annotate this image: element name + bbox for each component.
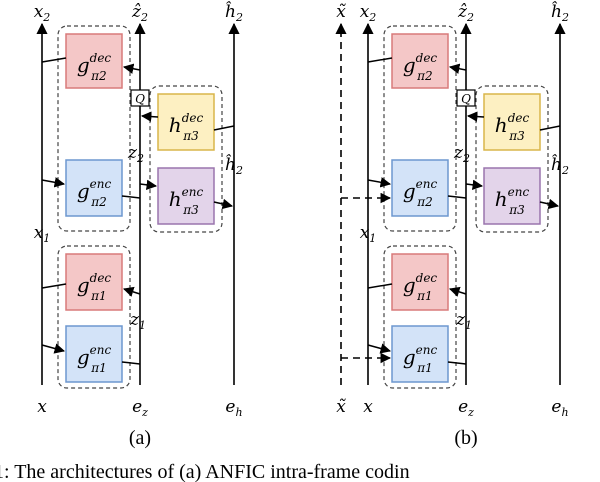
label-z1: z1 [129, 310, 146, 332]
label-xtilde-bottom: x̃ [336, 397, 346, 417]
label-ez-bottom: ez [132, 397, 148, 419]
group-g-pi1 [383, 245, 457, 389]
group-g-pi2 [383, 25, 457, 232]
conn-genc1-to-z [121, 361, 141, 365]
label-zhat2-top: ẑ2 [457, 2, 474, 24]
label-x2-top: x2 [360, 2, 377, 24]
svg-text:Q: Q [461, 92, 471, 106]
label-z1: z1 [455, 310, 472, 332]
label-eh-bottom: eh [551, 397, 568, 419]
label-x1: x1 [360, 223, 377, 245]
conn-x-to-genc1 [367, 343, 392, 354]
conn-henc-to-h [539, 198, 560, 210]
label-ez-bottom: ez [458, 397, 474, 419]
caption-b: (b) [454, 427, 477, 449]
svg-text:Q: Q [135, 92, 145, 106]
label-x-bottom: x [363, 397, 373, 417]
conn-x-to-genc1 [41, 343, 66, 354]
label-eh-bottom: eh [225, 397, 242, 419]
conn-z-to-henc [139, 179, 158, 191]
conn-henc-to-h [213, 198, 234, 210]
label-z2-mid: z2 [453, 143, 470, 165]
label-hhat2-top: ĥ2 [225, 1, 243, 24]
conn-hdec-to-z [466, 111, 485, 122]
conn-gdec2-to-x [367, 57, 393, 63]
label-x1: x1 [34, 223, 51, 245]
conn-gdec2-to-x [41, 57, 67, 63]
quantizer-box: Q [456, 89, 476, 107]
conn-hdec-to-z [140, 111, 159, 122]
label-x2-top: x2 [34, 2, 51, 24]
conn-genc2-to-z [447, 195, 467, 199]
group-g-pi1 [57, 245, 131, 389]
conn-gdec1-to-x [367, 283, 393, 289]
conn-gdec1-to-x [41, 283, 67, 289]
quantizer-box: Q [130, 89, 150, 107]
conn-h-to-hdec [213, 125, 235, 131]
label-x-bottom: x [37, 397, 47, 417]
conn-zhat-to-gdec2 [448, 63, 467, 74]
conn-genc2-to-z [121, 195, 141, 199]
conn-z1-to-gdec1 [122, 286, 141, 297]
label-hhat2-mid: ĥ2 [225, 154, 243, 177]
label-z2-mid: z2 [127, 143, 144, 165]
conn-h-to-hdec [539, 125, 561, 131]
conn-z-to-henc [465, 179, 484, 191]
conn-z1-to-gdec1 [448, 286, 467, 297]
figure-caption: 1: The architectures of (a) ANFIC intra-… [0, 461, 410, 482]
conn-x-to-genc2 [41, 177, 66, 188]
group-g-pi2 [57, 25, 131, 232]
label-xtilde-top: x̃ [336, 2, 346, 22]
label-hhat2-mid: ĥ2 [551, 154, 569, 177]
label-zhat2-top: ẑ2 [131, 2, 148, 24]
conn-zhat-to-gdec2 [122, 63, 141, 74]
conn-x-to-genc2 [367, 177, 392, 188]
label-hhat2-top: ĥ2 [551, 1, 569, 24]
caption-a: (a) [129, 427, 151, 449]
conn-genc1-to-z [447, 361, 467, 365]
